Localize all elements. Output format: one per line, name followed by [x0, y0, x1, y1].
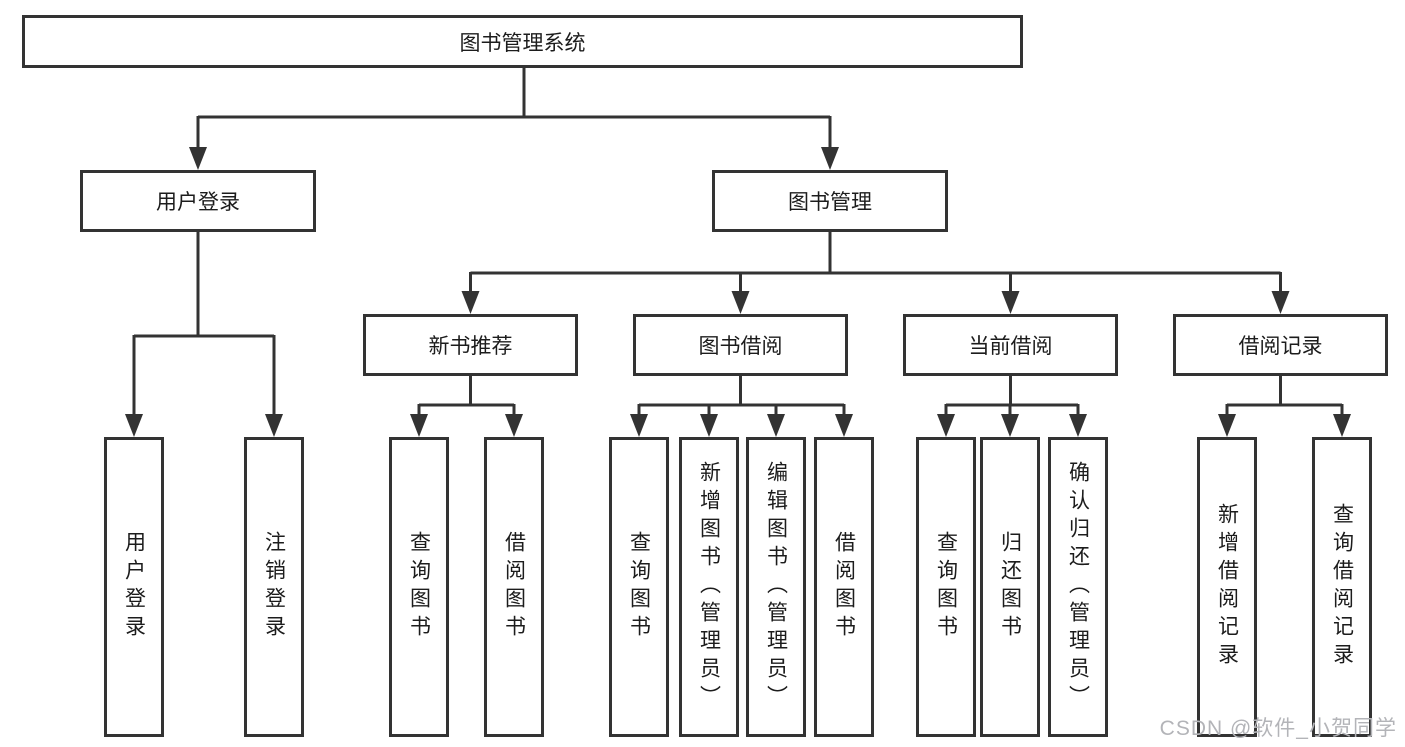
leaf-return-books-label: 归还图书: [998, 531, 1022, 643]
leaf-add-borrow-record: 新增借阅记录: [1197, 437, 1257, 737]
node-book-management: 图书管理: [712, 170, 948, 232]
node-current-borrow: 当前借阅: [903, 314, 1118, 376]
leaf-query-books-2-label: 查询图书: [627, 531, 651, 643]
leaf-borrow-books-1-label: 借阅图书: [502, 531, 526, 643]
leaf-confirm-return-admin-label: 确认归还（管理员）: [1066, 461, 1090, 713]
node-borrow-records: 借阅记录: [1173, 314, 1388, 376]
leaf-add-books-admin-label: 新增图书（管理员）: [697, 461, 721, 713]
csdn-watermark: CSDN @软件_小贺同学: [1159, 717, 1397, 740]
leaf-user-login-label: 用户登录: [122, 531, 146, 643]
node-borrow-records-label: 借阅记录: [1238, 335, 1323, 358]
leaf-add-books-admin: 新增图书（管理员）: [679, 437, 739, 737]
leaf-query-books-3: 查询图书: [916, 437, 976, 737]
node-user-login: 用户登录: [80, 170, 316, 232]
leaf-query-borrow-record: 查询借阅记录: [1312, 437, 1372, 737]
leaf-edit-books-admin: 编辑图书（管理员）: [746, 437, 806, 737]
node-book-borrow: 图书借阅: [633, 314, 848, 376]
leaf-confirm-return-admin: 确认归还（管理员）: [1048, 437, 1108, 737]
node-user-login-label: 用户登录: [156, 191, 240, 214]
leaf-logout: 注销登录: [244, 437, 304, 737]
node-root-label: 图书管理系统: [459, 31, 586, 55]
leaf-return-books: 归还图书: [980, 437, 1040, 737]
leaf-query-books-1: 查询图书: [389, 437, 449, 737]
node-new-book-recommend: 新书推荐: [363, 314, 578, 376]
leaf-borrow-books-2: 借阅图书: [814, 437, 874, 737]
leaf-query-borrow-record-label: 查询借阅记录: [1330, 503, 1354, 671]
leaf-query-books-2: 查询图书: [609, 437, 669, 737]
leaf-edit-books-admin-label: 编辑图书（管理员）: [764, 461, 788, 713]
node-new-book-recommend-label: 新书推荐: [428, 335, 513, 358]
leaf-query-books-3-label: 查询图书: [934, 531, 958, 643]
leaf-query-books-1-label: 查询图书: [407, 531, 431, 643]
node-book-borrow-label: 图书借阅: [698, 335, 783, 358]
leaf-add-borrow-record-label: 新增借阅记录: [1215, 503, 1239, 671]
leaf-borrow-books-2-label: 借阅图书: [832, 531, 856, 643]
node-book-management-label: 图书管理: [788, 191, 872, 214]
node-root: 图书管理系统: [22, 15, 1023, 68]
leaf-logout-label: 注销登录: [262, 531, 286, 643]
leaf-user-login: 用户登录: [104, 437, 164, 737]
leaf-borrow-books-1: 借阅图书: [484, 437, 544, 737]
node-current-borrow-label: 当前借阅: [968, 335, 1053, 358]
